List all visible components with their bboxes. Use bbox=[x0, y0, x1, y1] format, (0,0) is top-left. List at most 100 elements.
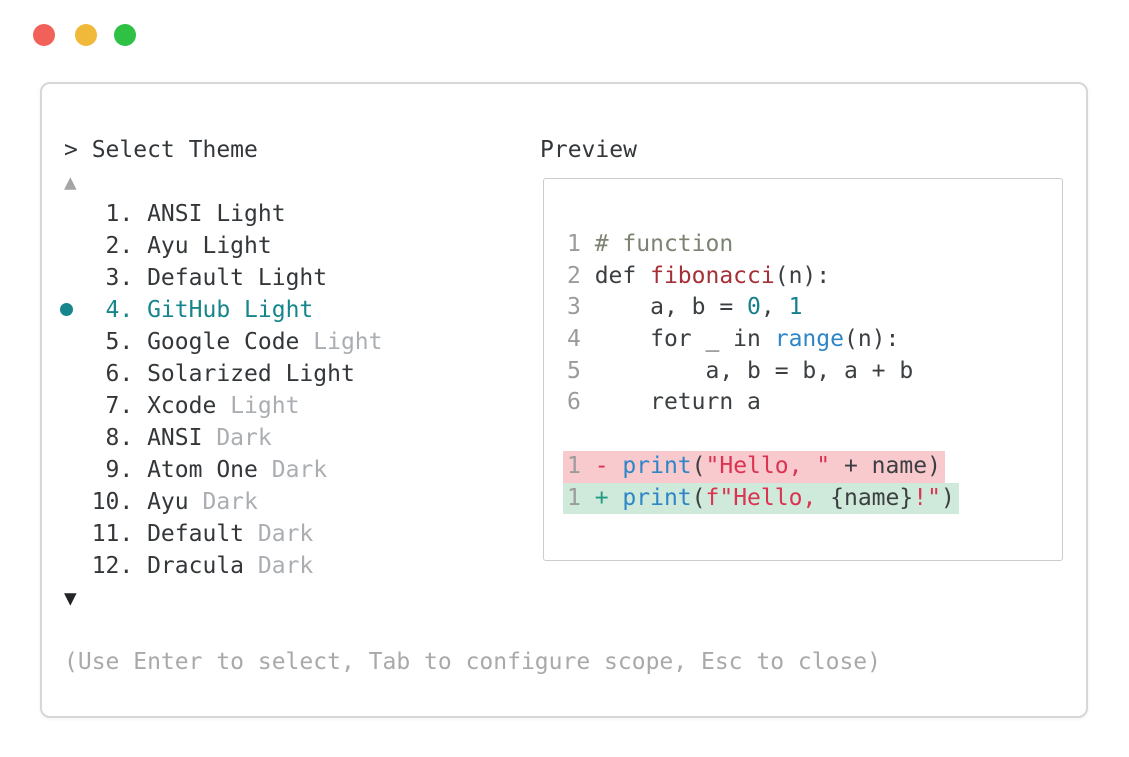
code-line-content: 2 def fibonacci(n): bbox=[563, 261, 834, 293]
code-token: ( bbox=[691, 452, 706, 479]
code-token: + bbox=[594, 484, 623, 511]
theme-list-item-11[interactable]: 11. Default Dark bbox=[64, 518, 383, 550]
line-number: 1 bbox=[567, 231, 595, 257]
theme-list-item-4[interactable]: 4. GitHub Light bbox=[60, 294, 383, 326]
theme-name: Xcode bbox=[147, 393, 217, 419]
scroll-down-icon: ▼ bbox=[64, 586, 77, 610]
theme-item-number: 4 bbox=[105, 297, 120, 323]
code-token: a, b = bbox=[594, 294, 748, 321]
theme-item-number: 2 bbox=[105, 233, 120, 259]
theme-list-item-2[interactable]: 2. Ayu Light bbox=[64, 230, 383, 262]
theme-list-item-10[interactable]: 10. Ayu Dark bbox=[64, 486, 383, 518]
code-token: fibonacci bbox=[650, 262, 775, 289]
theme-variant: Dark bbox=[257, 521, 314, 547]
theme-item-separator: . bbox=[119, 521, 148, 547]
code-token: {name} bbox=[830, 484, 914, 511]
code-token: + name) bbox=[830, 452, 941, 479]
close-button-icon[interactable] bbox=[33, 24, 55, 46]
code-line-content: 6 return a bbox=[563, 387, 765, 419]
theme-list-item-7[interactable]: 7. Xcode Light bbox=[64, 390, 383, 422]
theme-name: GitHub bbox=[147, 297, 231, 323]
scroll-up-icon: ▲ bbox=[64, 170, 77, 194]
code-line-content: 1 # function bbox=[563, 229, 737, 261]
theme-name: ANSI bbox=[147, 425, 203, 451]
theme-variant: Dark bbox=[257, 553, 314, 579]
theme-list-item-8[interactable]: 8. ANSI Dark bbox=[64, 422, 383, 454]
theme-item-separator: . bbox=[119, 489, 148, 515]
theme-item-separator: . bbox=[119, 553, 148, 579]
code-line: 4 for _ in range(n): bbox=[567, 324, 1062, 356]
code-line: 1 # function bbox=[567, 229, 1062, 261]
code-line-content: 5 a, b = b, a + b bbox=[563, 356, 917, 388]
zoom-button-icon[interactable] bbox=[114, 24, 136, 46]
diff-removed-line: 1 - print("Hello, " + name) bbox=[563, 450, 945, 483]
theme-variant: Light bbox=[313, 329, 383, 355]
code-line: 6 return a bbox=[567, 387, 1062, 419]
theme-list-item-12[interactable]: 12. Dracula Dark bbox=[64, 550, 383, 582]
theme-list-item-3[interactable]: 3. Default Light bbox=[64, 262, 383, 294]
theme-item-separator: . bbox=[119, 329, 148, 355]
theme-name: ANSI bbox=[147, 201, 203, 227]
theme-item-separator: . bbox=[119, 297, 148, 323]
theme-name: Solarized bbox=[147, 361, 272, 387]
diff-added-line: 1 + print(f"Hello, {name}!") bbox=[563, 482, 959, 515]
theme-name: Default bbox=[147, 521, 245, 547]
code-token: def bbox=[594, 262, 651, 289]
code-token: "Hello, " bbox=[705, 452, 831, 479]
code-line-content: 4 for _ in range(n): bbox=[563, 324, 903, 356]
line-number: 6 bbox=[567, 389, 595, 416]
theme-item-separator: . bbox=[119, 265, 148, 291]
theme-item-number: 7 bbox=[105, 393, 120, 419]
code-token: print bbox=[622, 452, 692, 479]
theme-list-item-6[interactable]: 6. Solarized Light bbox=[64, 358, 383, 390]
theme-item-number: 12 bbox=[91, 553, 120, 579]
preview-label: Preview bbox=[540, 137, 637, 163]
code-line: 1 + print(f"Hello, {name}!") bbox=[563, 482, 1062, 515]
code-line: 1 - print("Hello, " + name) bbox=[563, 450, 1062, 483]
theme-item-separator: . bbox=[119, 361, 148, 387]
theme-item-separator: . bbox=[119, 233, 148, 259]
theme-variant: Dark bbox=[271, 457, 328, 483]
code-token: f"Hello, bbox=[705, 484, 831, 511]
theme-list-item-5[interactable]: 5. Google Code Light bbox=[64, 326, 383, 358]
code-token: 0 bbox=[747, 294, 761, 321]
code-token: , bbox=[760, 294, 789, 321]
code-token: (n): bbox=[774, 262, 831, 289]
theme-variant: Light bbox=[285, 361, 355, 387]
theme-name: Ayu bbox=[147, 233, 189, 259]
line-number: 5 bbox=[567, 357, 595, 384]
theme-name: Ayu bbox=[147, 489, 189, 515]
line-number: 3 bbox=[567, 294, 595, 321]
theme-list-item-9[interactable]: 9. Atom One Dark bbox=[64, 454, 383, 486]
theme-item-separator: . bbox=[119, 457, 148, 483]
code-line: 2 def fibonacci(n): bbox=[567, 261, 1062, 293]
line-number: 1 bbox=[567, 452, 595, 479]
code-line: 5 a, b = b, a + b bbox=[567, 356, 1062, 388]
code-token: (n): bbox=[843, 326, 900, 353]
code-token: 1 bbox=[788, 294, 803, 321]
line-number: 4 bbox=[567, 326, 595, 353]
theme-item-number: 11 bbox=[91, 521, 120, 547]
code-token: ( bbox=[691, 484, 706, 511]
code-line-content: 3 a, b = 0, 1 bbox=[563, 292, 806, 324]
code-token: # function bbox=[594, 231, 734, 257]
line-number: 1 bbox=[567, 484, 595, 511]
theme-name: Dracula bbox=[147, 553, 245, 579]
theme-variant: Light bbox=[216, 201, 286, 227]
theme-variant: Light bbox=[244, 297, 314, 323]
keyboard-hint: (Use Enter to select, Tab to configure s… bbox=[64, 649, 881, 675]
theme-variant: Light bbox=[230, 393, 300, 419]
theme-variant: Dark bbox=[202, 489, 258, 515]
theme-item-separator: . bbox=[119, 393, 148, 419]
code-token: !" bbox=[913, 484, 941, 511]
code-line: 3 a, b = 0, 1 bbox=[567, 292, 1062, 324]
minimize-button-icon[interactable] bbox=[75, 24, 97, 46]
theme-list-item-1[interactable]: 1. ANSI Light bbox=[64, 198, 383, 230]
theme-item-separator: . bbox=[119, 425, 148, 451]
theme-item-number: 3 bbox=[105, 265, 120, 291]
code-token: a, b = b, a + b bbox=[594, 357, 914, 384]
theme-variant: Light bbox=[202, 233, 272, 259]
theme-name: Default bbox=[147, 265, 245, 291]
